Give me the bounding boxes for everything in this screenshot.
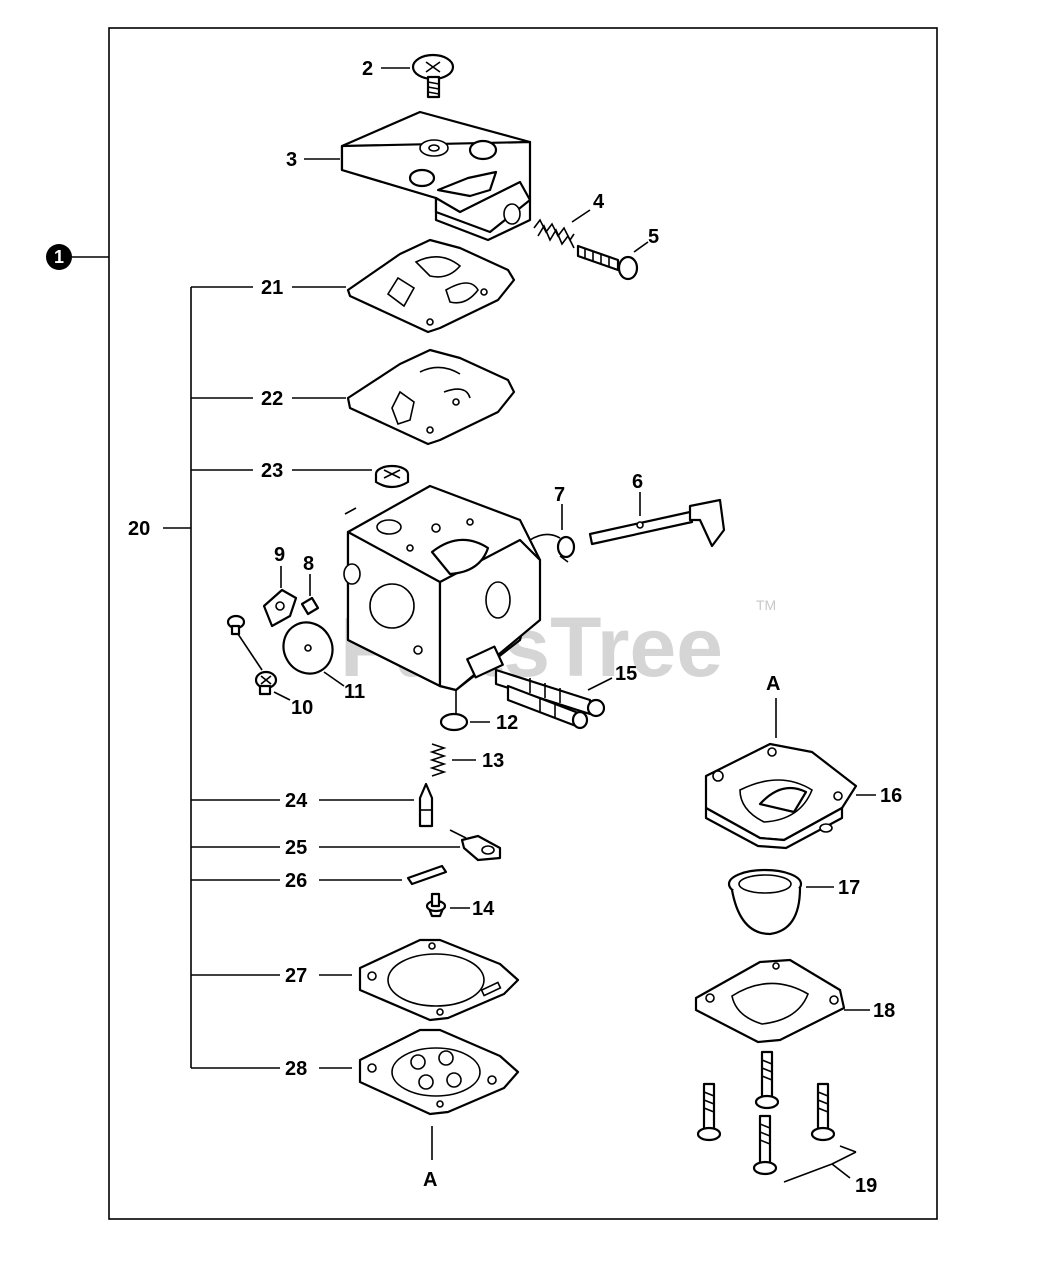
subassembly-bracket: [163, 286, 280, 1069]
part-27-gasket[interactable]: [358, 938, 520, 1022]
part-16-pump-cover[interactable]: [704, 742, 858, 850]
callout-17[interactable]: 17: [838, 877, 860, 899]
part-7-spring[interactable]: [529, 533, 576, 563]
part-12-oring[interactable]: [439, 712, 469, 732]
callout-2[interactable]: 2: [362, 58, 373, 80]
part-24-needle[interactable]: [418, 782, 434, 828]
connector-label-right: A: [766, 673, 780, 695]
part-6-shaft[interactable]: [588, 498, 726, 548]
callout-6[interactable]: 6: [632, 471, 643, 493]
callout-22[interactable]: 22: [261, 388, 283, 410]
callout-15[interactable]: 15: [615, 663, 637, 685]
part-21-gasket[interactable]: [346, 238, 516, 334]
part-15-needles[interactable]: [494, 668, 606, 730]
part-28-diaphragm[interactable]: [358, 1028, 520, 1116]
callout-25[interactable]: 25: [285, 837, 307, 859]
part-26-pin[interactable]: [406, 864, 448, 886]
part-23-screen[interactable]: [374, 464, 410, 489]
callout-1-badge[interactable]: 1: [46, 244, 72, 270]
callout-20[interactable]: 20: [128, 518, 150, 540]
callout-27[interactable]: 27: [285, 965, 307, 987]
callout-10[interactable]: 10: [291, 697, 313, 719]
callout-9[interactable]: 9: [274, 544, 285, 566]
callout-19[interactable]: 19: [855, 1175, 877, 1197]
part-4-spring[interactable]: [533, 218, 575, 249]
callout-7[interactable]: 7: [554, 484, 565, 506]
part-9-plate[interactable]: [262, 588, 298, 628]
callout-16[interactable]: 16: [880, 785, 902, 807]
part-10-screw[interactable]: [226, 614, 278, 696]
callout-18[interactable]: 18: [873, 1000, 895, 1022]
callout-26[interactable]: 26: [285, 870, 307, 892]
part-18-pump-body[interactable]: [694, 958, 846, 1044]
callout-21[interactable]: 21: [261, 277, 283, 299]
callout-4[interactable]: 4: [593, 191, 605, 213]
callout-24[interactable]: 24: [285, 790, 308, 812]
callout-13[interactable]: 13: [482, 750, 504, 772]
part-2-screw[interactable]: [411, 53, 455, 99]
callout-11[interactable]: 11: [344, 681, 365, 703]
callout-3[interactable]: 3: [286, 149, 297, 171]
part-11-diaphragm[interactable]: [274, 613, 342, 682]
part-14-screw[interactable]: [425, 892, 447, 918]
part-25-lever[interactable]: [449, 829, 502, 862]
part-5-screw[interactable]: [576, 244, 639, 281]
part-19-screws[interactable]: [696, 1050, 836, 1176]
callout-12[interactable]: 12: [496, 712, 518, 734]
part-8-clip[interactable]: [300, 596, 320, 616]
callout-14[interactable]: 14: [472, 898, 495, 920]
callout-8[interactable]: 8: [303, 553, 314, 575]
part-17-primer-bulb[interactable]: [727, 868, 803, 936]
callout-23[interactable]: 23: [261, 460, 283, 482]
watermark-tm: TM: [756, 597, 776, 613]
part-3-cover[interactable]: [340, 110, 532, 242]
connector-label-bottom: A: [423, 1169, 437, 1191]
carburetor-body[interactable]: [343, 484, 542, 714]
part-22-plate[interactable]: [346, 348, 516, 446]
callout-5[interactable]: 5: [648, 226, 659, 248]
diagram-frame: [108, 27, 938, 1220]
callout-28[interactable]: 28: [285, 1058, 307, 1080]
part-13-spring[interactable]: [429, 743, 447, 777]
svg-text:1: 1: [54, 247, 64, 267]
